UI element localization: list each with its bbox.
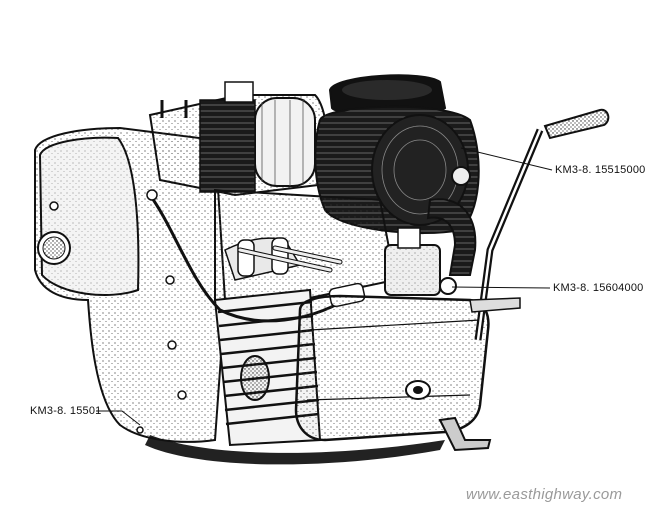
- cylinder-head: [214, 188, 397, 301]
- callout-leaders: [96, 147, 553, 426]
- engine-base: [145, 435, 445, 465]
- carburetor: [384, 227, 457, 296]
- crankcase-housing: [34, 126, 227, 443]
- valve-cover: [294, 294, 490, 442]
- leader-air-filter: [460, 147, 553, 171]
- generator: [148, 81, 329, 197]
- intake-hose: [426, 198, 477, 276]
- watermark-text: www.easthighway.com: [466, 486, 623, 503]
- kickstart-lever: [469, 108, 610, 341]
- callout-carburetor: KM3-8. 15604000: [553, 282, 644, 294]
- callout-engine-block: KM3-8. 15501: [30, 405, 102, 417]
- callout-air-filter: KM3-8. 15515000: [555, 164, 646, 176]
- leader-engine-block: [96, 410, 141, 426]
- leader-carburetor: [451, 286, 551, 289]
- foot-pedal: [438, 416, 492, 452]
